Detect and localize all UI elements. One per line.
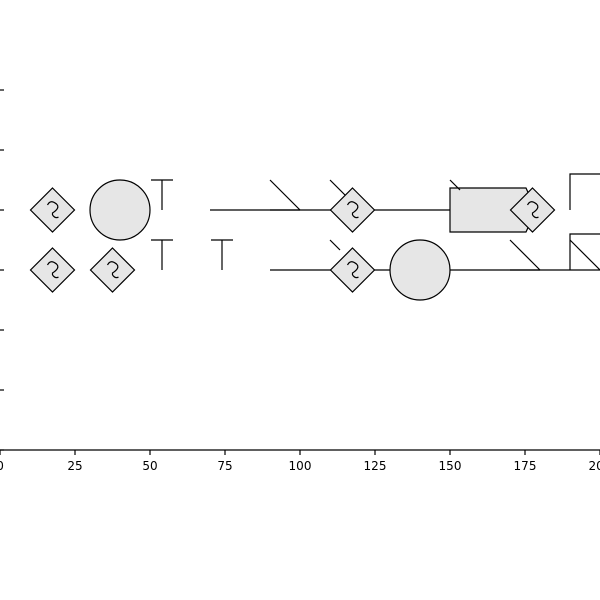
x-tick-label: 100 [289, 459, 312, 473]
x-tick-label: 200 [589, 459, 600, 473]
glyph-layer [29, 173, 600, 301]
box-bracket [569, 233, 600, 270]
question-tail-icon [352, 214, 359, 219]
box-slash [569, 239, 600, 271]
question-tail-icon [112, 274, 119, 279]
x-tick-label: 125 [364, 459, 387, 473]
x-tick-label: 150 [439, 459, 462, 473]
question-tail-icon [532, 214, 539, 219]
axis-layer: 0 25 50 75 100 125 150 175 200 [0, 89, 600, 473]
corner-bracket [569, 173, 600, 210]
unknown-diamond [329, 247, 376, 293]
unknown-diamond [29, 247, 76, 293]
question-tail-icon [52, 214, 59, 219]
slash-stroke [269, 179, 301, 211]
circle-node [89, 179, 151, 241]
x-tick-label: 75 [217, 459, 232, 473]
slash-stroke [509, 239, 541, 271]
x-tick-label: 25 [67, 459, 82, 473]
x-tick-label: 0 [0, 459, 4, 473]
question-hook-icon [46, 261, 59, 275]
x-tick-label: 175 [514, 459, 537, 473]
question-hook-icon [46, 201, 59, 215]
question-hook-icon [106, 261, 119, 275]
slash-stroke [449, 179, 461, 191]
question-hook-icon [526, 201, 539, 215]
question-hook-icon [346, 201, 359, 215]
unknown-diamond [89, 247, 136, 293]
unknown-diamond [29, 187, 76, 233]
question-hook-icon [346, 261, 359, 275]
x-tick-label: 50 [142, 459, 157, 473]
unknown-diamond [509, 187, 556, 233]
circle-node [389, 239, 451, 301]
question-tail-icon [52, 274, 59, 279]
question-tail-icon [352, 274, 359, 279]
slash-stroke [329, 239, 341, 251]
unknown-diamond [329, 187, 376, 233]
